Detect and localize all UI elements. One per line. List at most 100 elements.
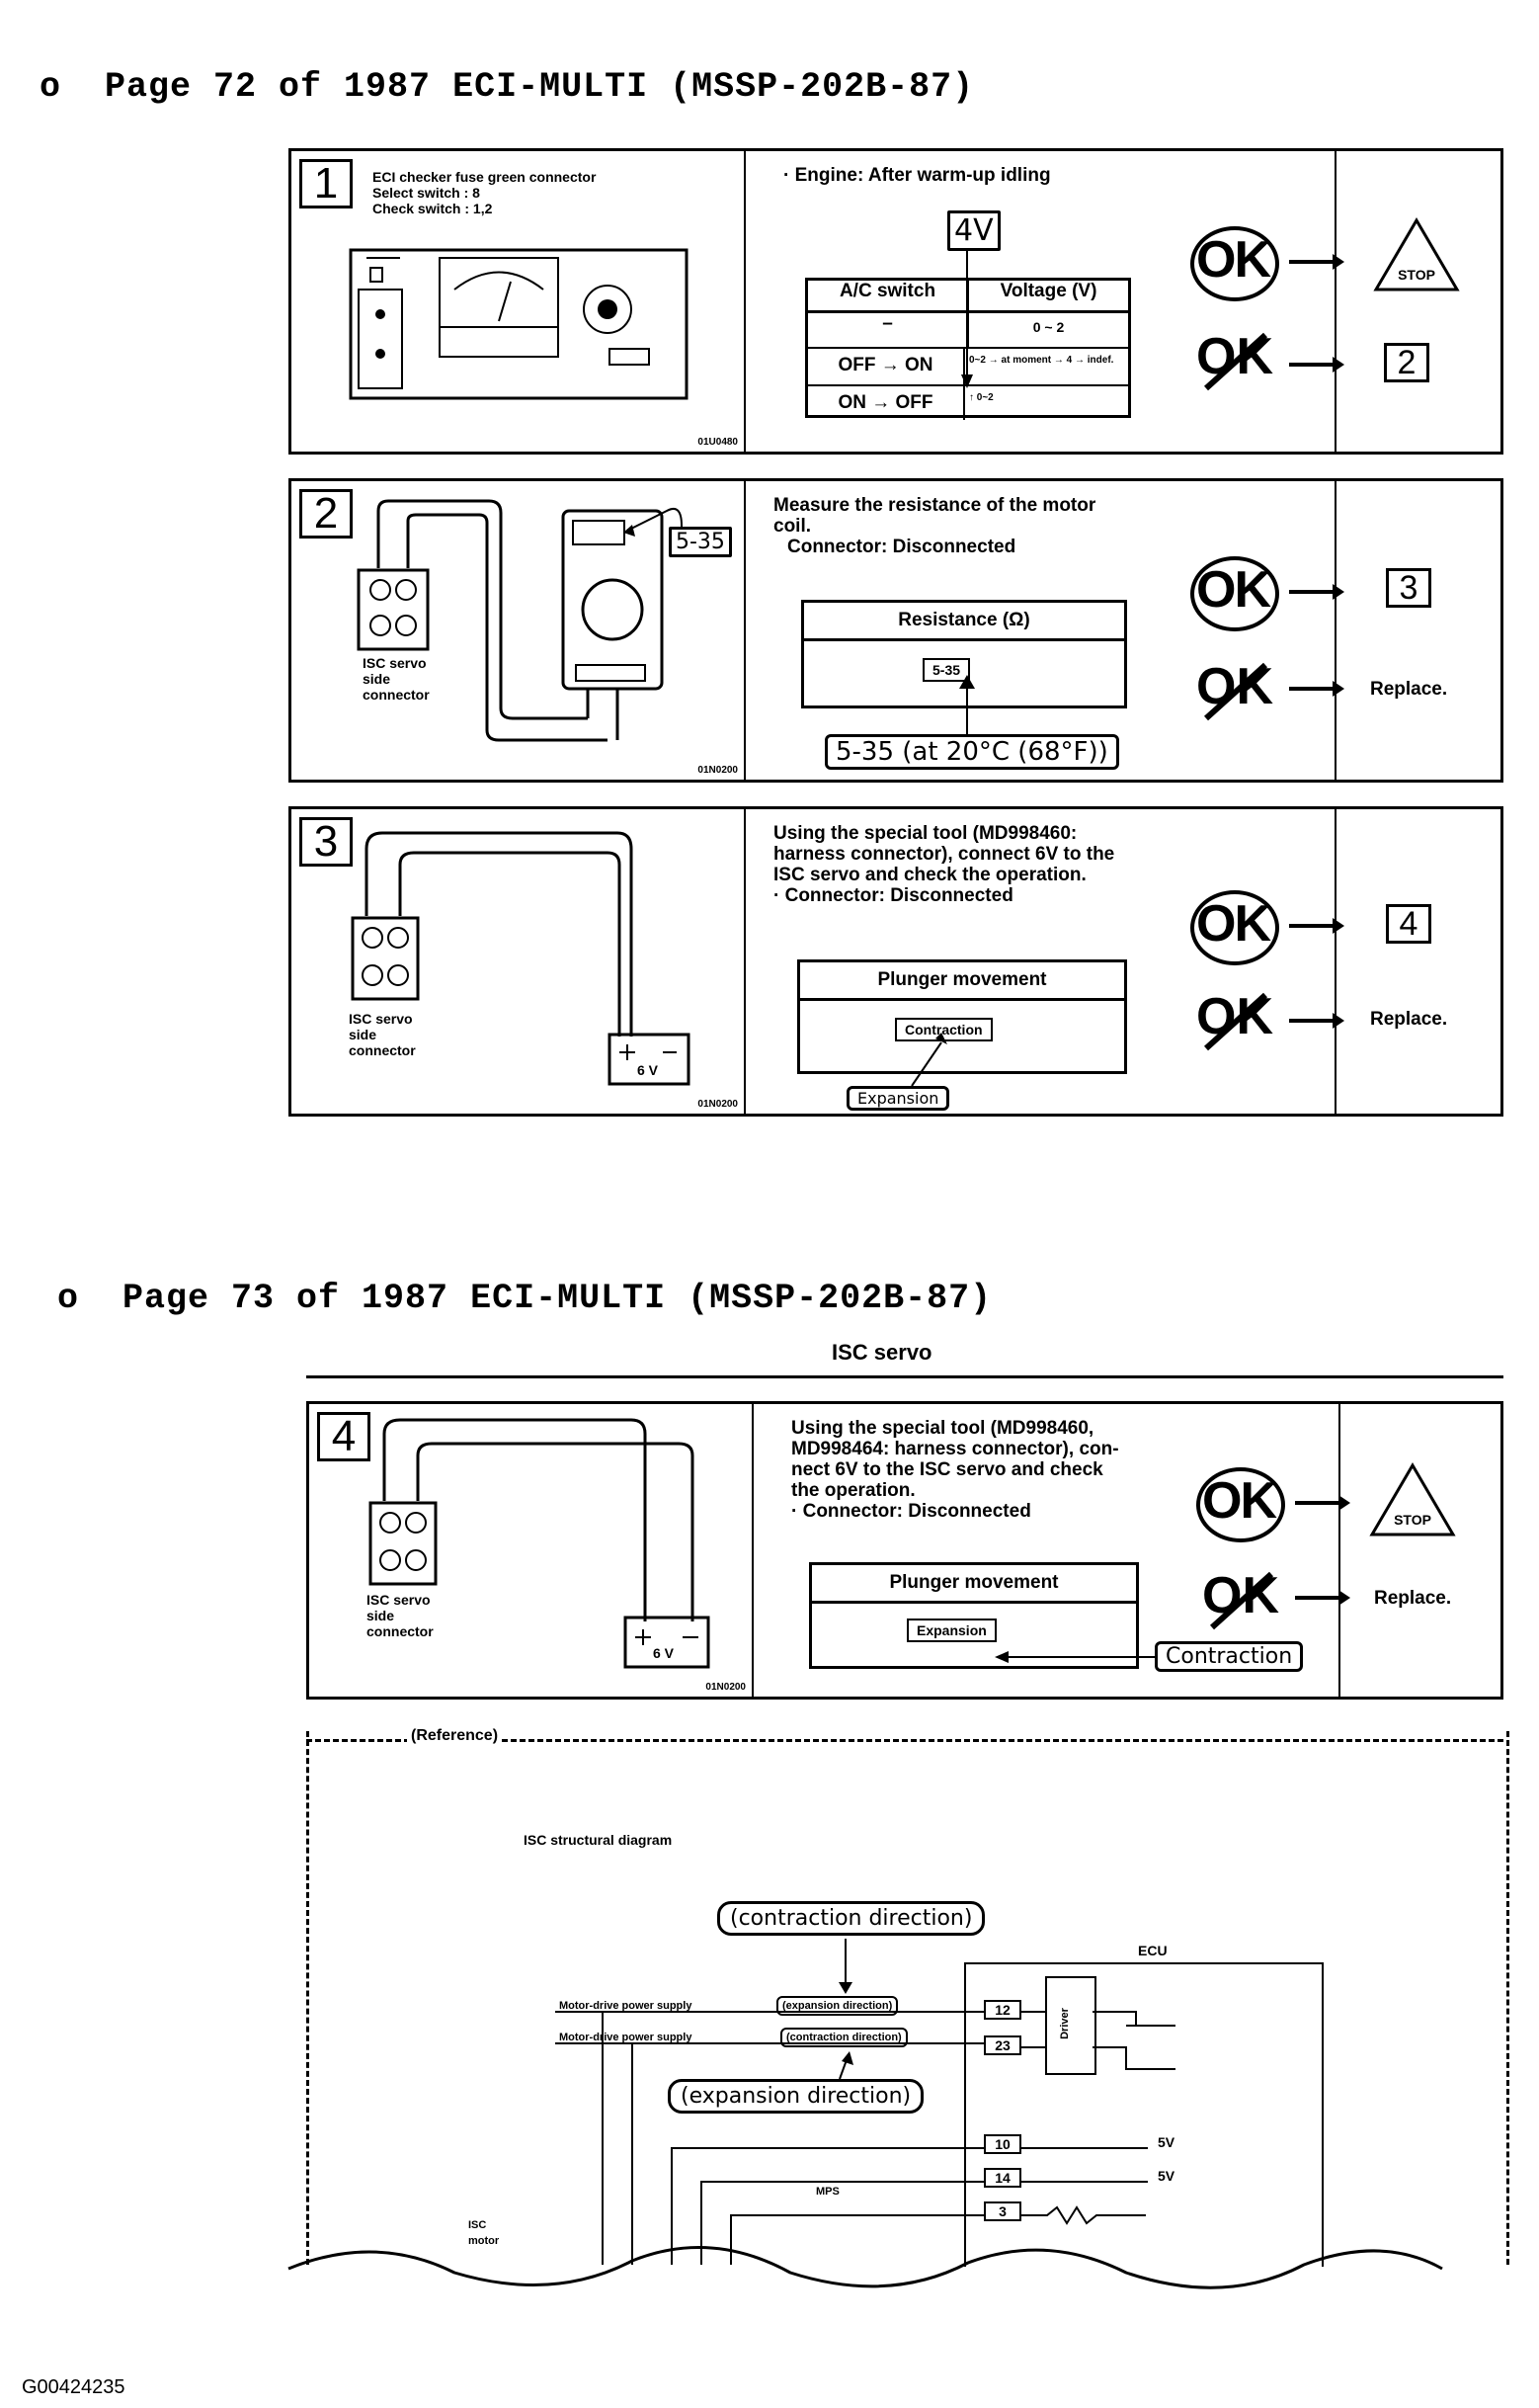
step-2-results: 3 Replace. bbox=[1335, 481, 1500, 780]
driver-box bbox=[1045, 1976, 1096, 2075]
isc-motor-label: motor bbox=[468, 2235, 500, 2247]
connector-label: connector bbox=[349, 1042, 416, 1058]
voltage-label: 5V bbox=[1158, 2168, 1175, 2184]
table-cell: 0~2 → at moment → 4 → indef. bbox=[969, 355, 1114, 366]
handwritten-expansion-note: Expansion bbox=[847, 1086, 950, 1111]
step-3-procedure: Using the special tool (MD998460: harnes… bbox=[744, 809, 1344, 1114]
instruction-line: ISC servo and check the operation. bbox=[773, 865, 1087, 885]
instruction-line: harness connector), connect 6V to the bbox=[773, 844, 1115, 865]
instruction-line: Using the special tool (MD998460: bbox=[773, 823, 1078, 844]
step-1-note-line: ECI checker fuse green connector bbox=[372, 169, 597, 185]
instruction-line: · Connector: Disconnected bbox=[773, 885, 1013, 906]
plunger-table: Plunger movement Expansion bbox=[809, 1562, 1139, 1669]
voltage-label: 5V bbox=[1158, 2134, 1175, 2150]
ok-circle bbox=[1190, 890, 1279, 965]
handwritten-4v-note: 4V bbox=[947, 210, 1001, 251]
step-3-illustration: 3 6 V ISC servo side connector 01N0200 bbox=[291, 809, 746, 1114]
reference-label: (Reference) bbox=[407, 1727, 503, 1745]
table-cell: ↑ 0~2 bbox=[969, 392, 994, 403]
replace-label: Replace. bbox=[1370, 679, 1448, 700]
pin-10: 10 bbox=[984, 2134, 1021, 2154]
supply-line-label: Motor-drive power supply bbox=[559, 2032, 692, 2043]
step-3-results: 4 Replace. bbox=[1335, 809, 1500, 1114]
step-2-panel: 2 5-35 ISC servo side connector 01N0200 bbox=[288, 478, 1503, 783]
step-4-panel: 4 6 V ISC servo side connector 01N0200 U… bbox=[306, 1401, 1503, 1700]
instruction-line: MD998464: harness connector), con- bbox=[791, 1439, 1119, 1459]
step-1-note-line: Check switch : 1,2 bbox=[372, 201, 493, 216]
handwritten-contraction-note: Contraction bbox=[1155, 1641, 1304, 1672]
section-title: ISC servo bbox=[832, 1340, 932, 1365]
instruction-line: the operation. bbox=[791, 1480, 916, 1501]
ok-label: OK bbox=[1202, 1472, 1277, 1530]
instruction-line: · Connector: Disconnected bbox=[791, 1501, 1031, 1522]
figure-code: 01N0200 bbox=[697, 1099, 738, 1110]
reference-frame bbox=[306, 1731, 1509, 2265]
table-cell: OFF → ON bbox=[808, 349, 965, 384]
figure-code: 01U0480 bbox=[697, 437, 738, 448]
ok-label: OK bbox=[1196, 231, 1271, 289]
instruction-line: Using the special tool (MD998460, bbox=[791, 1418, 1094, 1439]
handwritten-meter-note: 5-35 bbox=[669, 527, 732, 557]
pin-3: 3 bbox=[984, 2201, 1021, 2221]
ohmmeter-connection-drawing bbox=[357, 499, 683, 742]
table-value: Expansion bbox=[907, 1619, 997, 1642]
stop-label: STOP bbox=[1394, 1512, 1431, 1528]
diagram-title: ISC structural diagram bbox=[524, 1832, 673, 1848]
figure-code: 01N0200 bbox=[697, 765, 738, 776]
instruction-line: coil. bbox=[773, 516, 812, 537]
table-header: Plunger movement bbox=[812, 1565, 1136, 1604]
pin-23: 23 bbox=[984, 2035, 1021, 2055]
step-1-results: STOP 2 bbox=[1335, 151, 1500, 452]
ecu-box bbox=[964, 1962, 1324, 2267]
connector-label: side bbox=[349, 1027, 377, 1042]
step-4-illustration: 4 6 V ISC servo side connector 01N0200 bbox=[309, 1404, 754, 1697]
reference-top-rule bbox=[306, 1739, 1503, 1742]
battery-label: 6 V bbox=[653, 1645, 675, 1661]
supply-tag: (expansion direction) bbox=[776, 1996, 899, 2016]
battery-connection-drawing bbox=[351, 831, 690, 1086]
ok-label: OK bbox=[1196, 561, 1271, 619]
pin-14: 14 bbox=[984, 2168, 1021, 2188]
step-3-panel: 3 6 V ISC servo side connector 01N0200 U… bbox=[288, 806, 1503, 1117]
step-4-results: STOP Replace. bbox=[1338, 1404, 1500, 1697]
next-step-box: 3 bbox=[1386, 568, 1431, 608]
step-2-procedure: Measure the resistance of the motor coil… bbox=[744, 481, 1344, 780]
battery-connection-drawing bbox=[368, 1418, 710, 1669]
connector-label: connector bbox=[363, 687, 430, 703]
ng-cross bbox=[1203, 662, 1268, 721]
arrows bbox=[1295, 1495, 1350, 1606]
arrows bbox=[1289, 918, 1344, 1029]
ok-circle bbox=[1190, 226, 1279, 301]
battery-label: 6 V bbox=[637, 1062, 659, 1078]
table-value: 5-35 bbox=[923, 658, 971, 682]
ecu-label: ECU bbox=[1138, 1943, 1168, 1958]
step-1-illustration: 1 ECI checker fuse green connector Selec… bbox=[291, 151, 746, 452]
note-arrow bbox=[959, 675, 975, 734]
page-title-72: o Page 72 of 1987 ECI-MULTI (MSSP-202B-8… bbox=[40, 67, 975, 107]
supply-line-label: Motor-drive power supply bbox=[559, 2000, 692, 2012]
note-arrow bbox=[911, 1033, 947, 1087]
connector-label: connector bbox=[366, 1623, 434, 1639]
instruction-line: Connector: Disconnected bbox=[787, 537, 1016, 557]
mps-label: MPS bbox=[816, 2186, 840, 2198]
table-cell: ON → OFF bbox=[808, 386, 965, 420]
table-header: Resistance (Ω) bbox=[804, 603, 1124, 641]
connector-label: ISC servo bbox=[366, 1592, 431, 1608]
connector-label: ISC servo bbox=[349, 1011, 413, 1027]
step-number: 1 bbox=[299, 159, 353, 208]
isc-motor-label: ISC bbox=[468, 2219, 487, 2231]
figure-id: G00424235 bbox=[22, 2376, 125, 2398]
step-1-panel: 1 ECI checker fuse green connector Selec… bbox=[288, 148, 1503, 455]
replace-label: Replace. bbox=[1374, 1588, 1452, 1609]
connector-label: side bbox=[363, 671, 391, 687]
next-step-box: 4 bbox=[1386, 904, 1431, 944]
step-1-note-line: Select switch : 8 bbox=[372, 185, 480, 201]
step-1-procedure: · Engine: After warm-up idling 4V A/C sw… bbox=[744, 151, 1344, 452]
arrows bbox=[1289, 584, 1344, 697]
ng-cross bbox=[1203, 992, 1268, 1051]
next-step-box: 2 bbox=[1384, 343, 1429, 382]
step-2-illustration: 2 5-35 ISC servo side connector 01N0200 bbox=[291, 481, 746, 780]
supply-tag: (contraction direction) bbox=[780, 2028, 908, 2047]
connector-label: side bbox=[366, 1608, 395, 1623]
